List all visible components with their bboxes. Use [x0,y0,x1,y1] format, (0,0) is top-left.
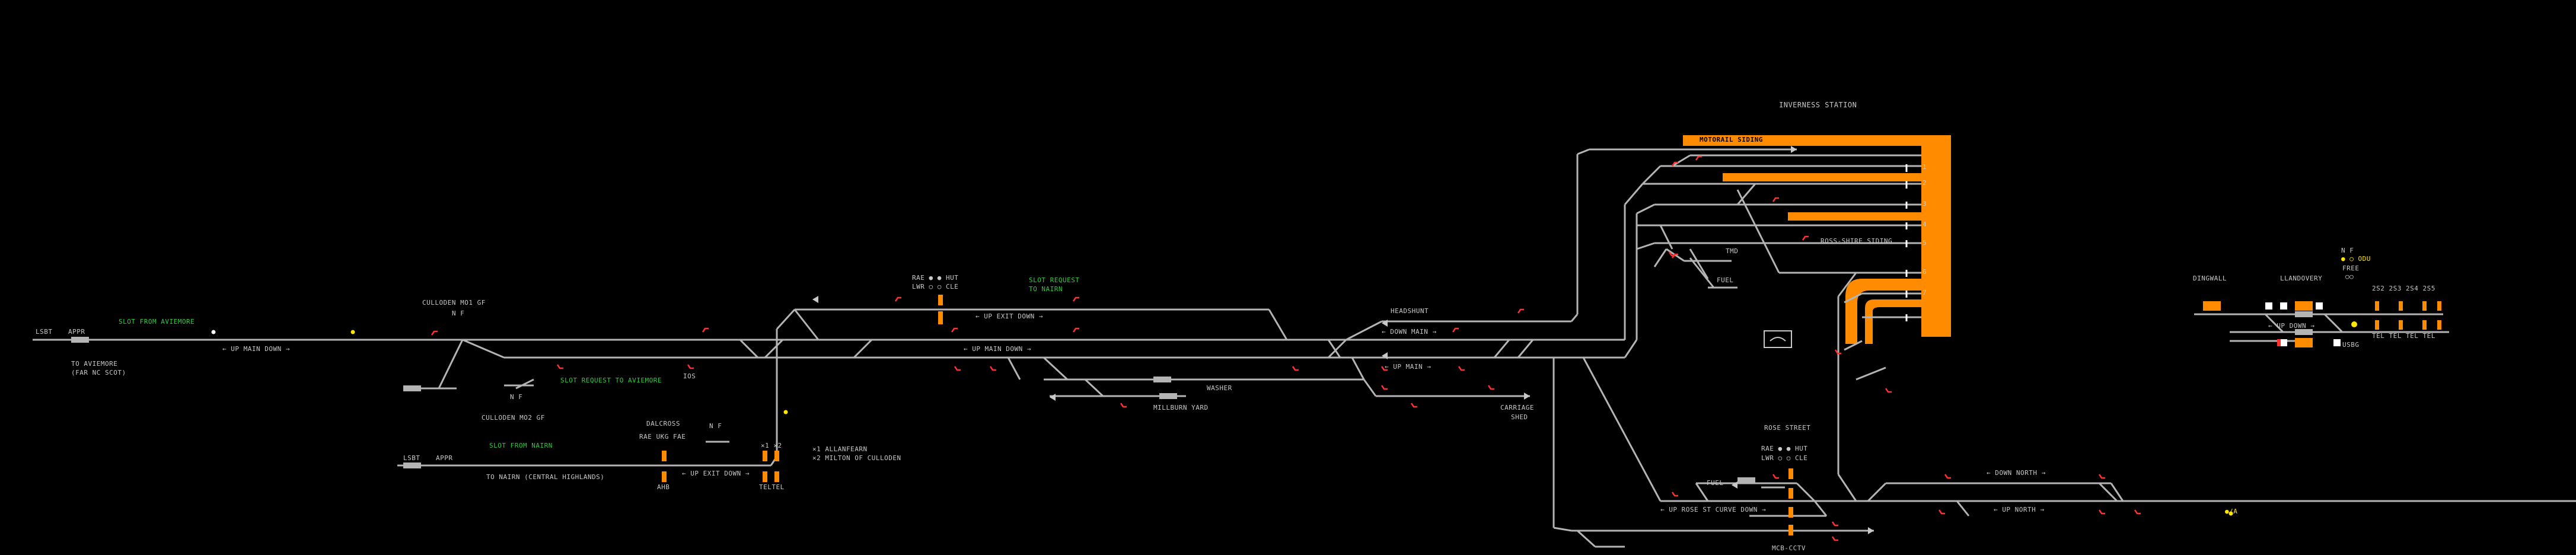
to-aviemore: TO AVIEMORE [71,360,118,368]
fuel-bottom-label: FUEL [1707,479,1724,487]
platform-curve-occupancy [1845,279,1921,344]
codes-row: 2S2 2S3 2S4 2S5 [2372,285,2435,292]
up-rose-st-curve-down: ← UP ROSE ST CURVE DOWN → [1660,506,1767,513]
up-north-label: ← UP NORTH → [1994,506,2045,513]
down-main-right-label: ← DOWN MAIN → [1382,328,1437,336]
ahb-label: AHB [657,483,670,491]
up-exit-down-top: ← UP EXIT DOWN → [975,312,1043,320]
up-exit-down-bottom: ← UP EXIT DOWN → [682,470,750,477]
down-north-label: ← DOWN NORTH → [1987,469,2046,477]
slot-request-nairn-1: SLOT REQUEST [1029,276,1080,284]
platform-number-4: 4 [1923,221,1927,228]
odu-label: ● ○ ODU [2341,255,2371,263]
platform-curve-occupancy-2 [1865,299,1921,344]
rae-hut-bottom: RAE ● ● HUT [1761,445,1808,452]
washer-label: WASHER [1207,384,1232,392]
slot-request-aviemore: SLOT REQUEST TO AVIEMORE [560,377,662,384]
lsbt-label: LSBT [36,328,53,336]
track-network [33,148,2576,548]
ios-label: IOS [683,372,696,380]
slot-from-nairn: SLOT FROM NAIRN [489,442,553,449]
rose-street-label: ROSE STREET [1764,424,1811,432]
dingwall-label: DINGWALL [2193,275,2227,282]
platform-number-7: 7 [1923,289,1927,296]
inverness-station-title: INVERNESS STATION [1779,101,1857,109]
platform-track-occupancy-1 [1723,173,1921,181]
carriage-shed-label-2: SHED [1511,413,1528,421]
platform-number-6: 6 [1923,268,1927,276]
platform-number-2: 2 [1923,179,1927,187]
nf-top: N F [452,310,465,317]
slot-from-aviemore: SLOT FROM AVIEMORE [119,318,195,326]
appr2-label: APPR [436,454,453,462]
to-nairn: TO NAIRN (CENTRAL HIGHLANDS) [486,473,605,481]
tmd-label: TMD [1726,247,1739,255]
platform-number-1: 1 [1923,163,1927,171]
rae-hut-top: RAE ● ● HUT [912,274,959,282]
appr-label: APPR [68,328,85,336]
far-nc-scot: (FAR NC SCOT) [71,369,126,377]
up-main-right-label: ← UP MAIN → [1385,363,1432,371]
usbg-label: USBG [2342,341,2360,349]
culloden-mo1-label: CULLODEN MO1 GF [422,299,486,307]
lwr-cle-bottom: LWR ○ ○ CLE [1761,454,1808,462]
platform-number-3: 3 [1923,200,1927,208]
lsbt2-label: LSBT [403,454,420,462]
lwr-cle-top: LWR ○ ○ CLE [912,283,959,291]
headshunt-label: HEADSHUNT [1391,307,1429,315]
teltel-label: TELTEL [759,483,785,491]
tel-row: TEL TEL TEL TEL [2372,332,2435,340]
motorail-siding-label: MOTORAIL SIDING [1696,136,1767,143]
free-symbol: ○○ [2345,273,2354,280]
llandovery-label: LLANDOVERY [2280,275,2323,282]
platform-track-occupancy-2 [1788,212,1921,221]
nf-right-panel: N F [2341,247,2354,254]
nf-mid: N F [510,393,523,401]
nf-dalcross: N F [709,422,722,430]
allanfearn-label: ×1 ALLANFEARN [812,445,868,453]
up-down-right: ← UP DOWN → [2268,322,2315,330]
free-label: FREE [2342,264,2360,272]
milton-label: ×2 MILTON OF CULLODEN [812,454,901,462]
up-main-down-left: ← UP MAIN DOWN → [222,345,290,353]
mcb-cctv-label: MCB-CCTV [1772,544,1806,552]
carriage-shed-label-1: CARRIAGE [1500,404,1534,412]
cctv-monitor-icon [1764,330,1792,348]
rae-ukg-fae: RAE UKG FAE [639,433,686,441]
fuel-top-label: FUEL [1717,276,1734,284]
inverness-station-platforms [1683,135,1951,344]
ross-shire-siding-label: ROSS-SHIRE SIDING [1821,237,1893,245]
x1x2-label: ×1 ×2 [761,442,782,449]
millburn-yard-label: MILLBURN YARD [1153,404,1209,412]
culloden-mo2-label: CULLODEN MO2 GF [482,414,545,422]
platform-block [1921,135,1951,337]
signals [431,155,2141,541]
slot-request-nairn-2: TO NAIRN [1029,285,1063,293]
far-right-marker: ●/A [2225,508,2238,515]
track-circuit-blocks [71,311,2313,483]
indicator-lamps [211,302,2357,516]
dalcross-label: DALCROSS [646,420,680,428]
occupied-sections [662,295,2441,535]
route-arrows [812,146,1874,534]
up-main-down-mid: ← UP MAIN DOWN → [964,345,1031,353]
platform-number-5: 5 [1923,239,1927,247]
